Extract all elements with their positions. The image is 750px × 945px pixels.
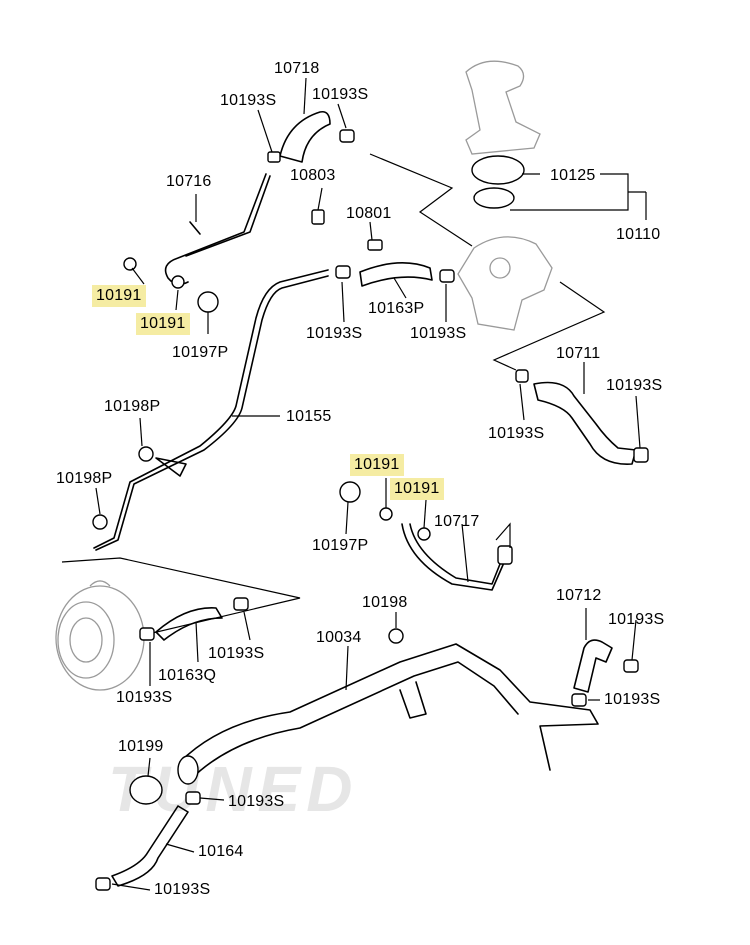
label-10197p: 10197P [172,344,229,361]
label-10801: 10801 [346,205,392,222]
label-10155: 10155 [286,408,332,425]
label-10193s: 10193S [604,691,661,708]
label-10198p: 10198P [56,470,113,487]
label-10197p: 10197P [312,537,369,554]
hose-10163p [335,262,455,287]
label-10164: 10164 [198,843,244,860]
label-10716: 10716 [166,173,212,190]
label-10717: 10717 [434,513,480,530]
label-10193s: 10193S [410,325,467,342]
label-10193s: 10193S [606,377,663,394]
label-10193s: 10193S [312,86,369,103]
label-10193s: 10193S [608,611,665,628]
assembly-frame-upper [369,153,606,371]
hose-10164 [95,775,201,891]
hose-10711 [515,369,649,465]
pipe-10717 [401,523,513,591]
label-10193s: 10193S [306,325,363,342]
label-10193s: 10193S [488,425,545,442]
leader-lines [95,77,647,891]
label-10193s: 10193S [208,645,265,662]
label-10163p: 10163P [368,300,425,317]
label-10191-highlighted: 10191 [390,478,444,500]
label-10718: 10718 [274,60,320,77]
label-10711: 10711 [556,345,601,362]
label-10199: 10199 [118,738,164,755]
label-10191-highlighted: 10191 [350,454,404,476]
assembly-frame-lower [61,557,301,637]
label-10110: 10110 [616,226,661,243]
pipe-10034 [177,628,599,785]
label-10193s: 10193S [228,793,285,810]
hose-10163q [139,597,249,641]
label-10191-highlighted: 10191 [136,313,190,335]
label-10125: 10125 [550,167,596,184]
oil-cooler-ghost [55,580,145,691]
label-10191-highlighted: 10191 [92,285,146,307]
label-10034: 10034 [316,629,362,646]
label-10198p: 10198P [104,398,161,415]
label-10163q: 10163Q [158,667,217,684]
label-10193s: 10193S [220,92,277,109]
pipe-10155 [93,269,329,551]
label-10803: 10803 [290,167,336,184]
label-10193s: 10193S [154,881,211,898]
hose-10718 [267,110,355,163]
hose-10712 [571,639,639,707]
fittings-mid [92,155,525,541]
label-10198: 10198 [362,594,408,611]
label-10712: 10712 [556,587,602,604]
thermostat-housing-ghost [457,60,553,331]
label-10193s: 10193S [116,689,173,706]
